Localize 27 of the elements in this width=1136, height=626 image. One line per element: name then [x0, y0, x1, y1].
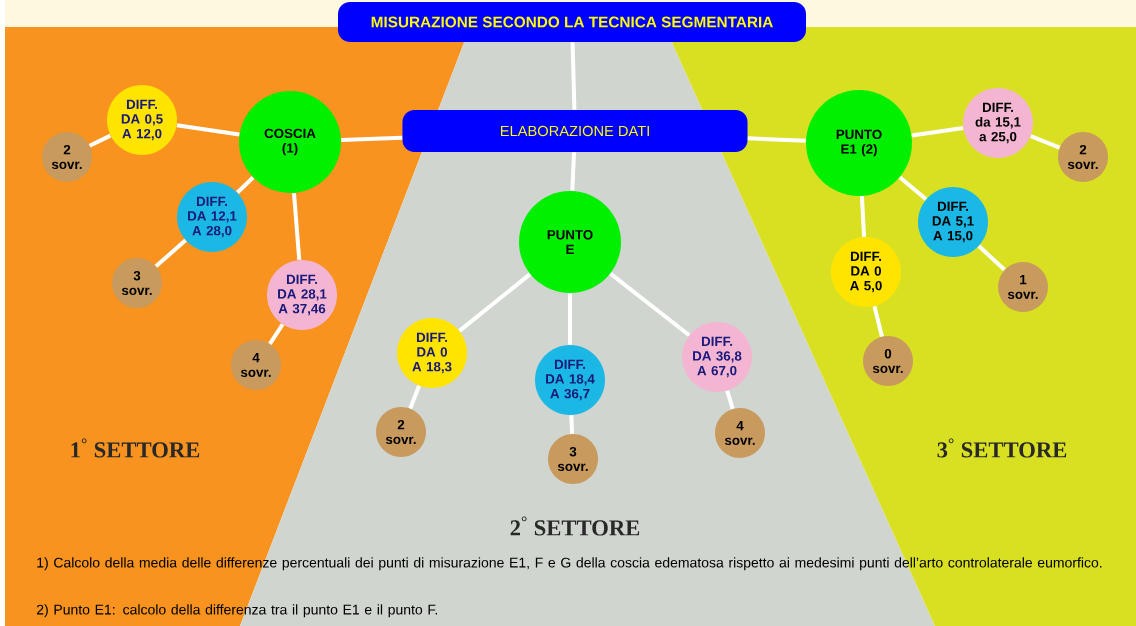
connector-line — [568, 293, 572, 345]
connector-line — [236, 176, 255, 194]
connector-line — [977, 244, 1006, 272]
connector-line — [176, 123, 240, 137]
connector-line — [268, 323, 285, 345]
connector-line — [1030, 134, 1061, 150]
connector-line — [341, 135, 403, 142]
sector-label: 3$^{°}$ SETTORE — [937, 438, 1067, 458]
connector-line — [859, 196, 867, 237]
sector-label: 2$^{°}$ SETTORE — [510, 516, 640, 536]
connector-line — [408, 385, 421, 410]
connector-line — [609, 272, 691, 337]
title-banner: MISURAZIONE SECONDO LA TECNICA SEGMENTARIA — [338, 2, 806, 42]
connector-line — [911, 126, 964, 138]
connector-line — [725, 390, 735, 410]
heading-box: ELABORAZIONE DATI — [402, 110, 748, 152]
sector-label: 1$^{°}$ SETTORE — [71, 438, 200, 458]
connector-line — [898, 175, 928, 201]
connector-line — [570, 42, 577, 110]
connector-line — [747, 136, 806, 143]
connector-line — [569, 415, 575, 434]
connector-line — [154, 238, 187, 268]
connector-line — [292, 192, 302, 260]
connector-line — [872, 305, 884, 337]
connector-line — [570, 152, 577, 191]
connector-line — [88, 133, 112, 148]
connector-line — [458, 272, 532, 333]
